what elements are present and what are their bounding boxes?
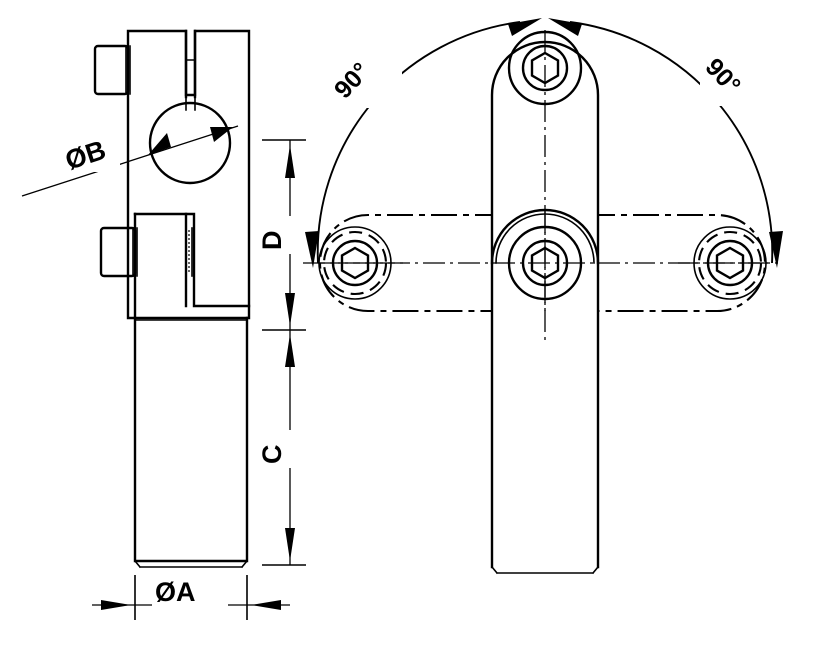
clamp-slot-ticks xyxy=(185,59,196,96)
diameter-b-arrow-right xyxy=(210,127,233,142)
clamp-screw-lower-shank xyxy=(132,227,138,277)
dimension-diameter-a: ØA xyxy=(92,575,290,620)
height-c-arrow-top xyxy=(285,334,295,367)
dimension-diameter-b: ØB xyxy=(21,125,239,197)
height-d-label-mask xyxy=(267,216,297,254)
front-view-group: 90° 90° xyxy=(303,18,783,575)
clamp-screw-lower xyxy=(99,226,193,278)
diameter-a-arrow-right xyxy=(251,600,281,610)
post-shaft xyxy=(133,316,249,569)
angle-right-arrow-top xyxy=(548,18,582,36)
pivot-left-hex-socket xyxy=(340,246,370,280)
clamp-slot-throat xyxy=(185,96,196,111)
dimension-height-c: C xyxy=(257,330,306,566)
clamp-lower-outline-top xyxy=(133,212,251,308)
pivot-right-hex-socket xyxy=(715,246,745,280)
bolt-head-top xyxy=(507,30,583,345)
height-d-label: D xyxy=(257,231,287,251)
diameter-a-label-mask xyxy=(152,578,228,606)
clamp-upper-body xyxy=(126,29,251,320)
angle-left-arrow-bottom xyxy=(305,231,319,268)
angle-left-label-mask xyxy=(338,56,402,108)
diameter-a-label: ØA xyxy=(155,577,196,607)
clamp-screw-upper xyxy=(93,44,131,96)
swing-arm-right-outline xyxy=(545,213,766,313)
post-shaft-outline xyxy=(133,316,249,563)
clamp-screw-upper-shank xyxy=(125,45,131,95)
height-c-label-mask xyxy=(267,430,297,468)
diameter-b-leader-line xyxy=(21,125,239,197)
clamp-screw-upper-head xyxy=(93,44,130,96)
post-shaft-chamfer xyxy=(133,559,249,569)
diameter-a-arrow-left xyxy=(101,600,131,610)
vertical-arm-bottom-chamfer xyxy=(490,565,600,575)
side-view-group: ØB D C ØA xyxy=(21,29,306,620)
diameter-b-arrow-left xyxy=(148,133,171,155)
angle-right-label-mask xyxy=(700,52,766,106)
diameter-b-label-mask xyxy=(66,143,120,172)
height-c-arrow-bottom xyxy=(285,528,295,561)
angle-right-arrow-bottom xyxy=(769,231,783,268)
clamp-screw-lower-head xyxy=(99,226,137,278)
clamp-slot-edges xyxy=(184,29,197,99)
angle-left-arrow-top xyxy=(508,18,542,36)
clamp-upper-outline xyxy=(126,29,251,320)
height-d-arrow-bottom xyxy=(285,293,295,326)
height-c-label: C xyxy=(257,445,287,465)
angle-right-90: 90° xyxy=(548,18,783,268)
clamp-bore-circle xyxy=(148,101,232,185)
height-d-arrow-top xyxy=(285,145,295,178)
dimension-height-d: D xyxy=(257,139,306,331)
